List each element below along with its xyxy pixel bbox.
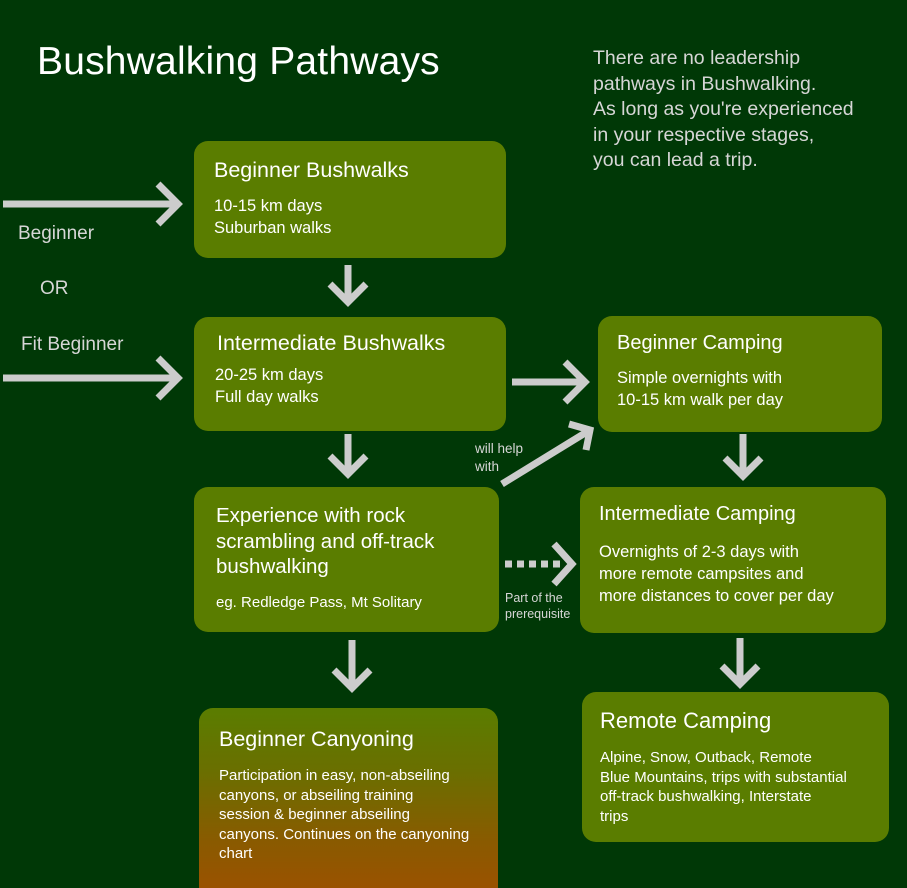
entry-label-fit-beginner: Fit Beginner	[21, 334, 124, 355]
arrow-intermediate-to-remote-camping	[719, 638, 761, 689]
entry-label-beginner: Beginner	[18, 223, 95, 244]
node-body: Simple overnights with 10-15 km walk per…	[617, 369, 783, 409]
arrow-rock-scrambling-to-beginner-camping	[500, 420, 595, 487]
page-title: Bushwalking Pathways	[37, 40, 440, 83]
arrow-beginner-to-intermediate-bushwalks	[327, 265, 369, 307]
arrow-rock-scrambling-to-intermediate-camping-dotted	[505, 541, 577, 587]
entry-label-or: OR	[40, 278, 69, 299]
node-title: Beginner Canyoning	[219, 727, 414, 751]
node-title: Remote Camping	[600, 708, 772, 733]
arrow-intermediate-to-rock-scrambling	[327, 434, 369, 479]
arrow-intermediate-bushwalks-to-beginner-camping	[512, 359, 590, 405]
edge-label-will-help-with: will help with	[475, 441, 524, 474]
node-title: Intermediate Camping	[599, 503, 796, 525]
node-body: eg. Redledge Pass, Mt Solitary	[216, 593, 422, 611]
node-intermediate-bushwalks: Intermediate Bushwalks 20-25 km days Ful…	[194, 317, 506, 431]
edge-label-part-of-prerequisite: Part of the prerequisite	[505, 591, 571, 621]
node-body: 20-25 km days Full day walks	[215, 366, 324, 406]
node-beginner-canyoning: Beginner Canyoning Participation in easy…	[199, 708, 498, 888]
node-body: Participation in easy, non-abseiling can…	[219, 767, 470, 862]
node-beginner-bushwalks: Beginner Bushwalks 10-15 km days Suburba…	[194, 141, 506, 258]
node-remote-camping: Remote Camping Alpine, Snow, Outback, Re…	[582, 692, 889, 842]
arrow-fit-beginner-entry	[3, 355, 183, 401]
node-title: Intermediate Bushwalks	[217, 331, 446, 355]
arrow-beginner-entry	[3, 181, 183, 227]
node-title: Experience with rock scrambling and off-…	[216, 504, 435, 578]
arrow-rock-scrambling-to-canyoning	[331, 640, 373, 693]
node-body: Overnights of 2-3 days with more remote …	[599, 543, 834, 605]
node-beginner-camping: Beginner Camping Simple overnights with …	[598, 316, 882, 432]
node-title: Beginner Camping	[617, 332, 783, 354]
leadership-note: There are no leadership pathways in Bush…	[593, 47, 854, 171]
node-body: 10-15 km days Suburban walks	[214, 197, 332, 237]
node-rock-scrambling: Experience with rock scrambling and off-…	[194, 487, 499, 632]
node-title: Beginner Bushwalks	[214, 158, 409, 182]
node-body: Alpine, Snow, Outback, Remote Blue Mount…	[600, 749, 847, 825]
arrow-beginner-to-intermediate-camping	[722, 434, 764, 481]
node-intermediate-camping: Intermediate Camping Overnights of 2-3 d…	[580, 487, 886, 633]
